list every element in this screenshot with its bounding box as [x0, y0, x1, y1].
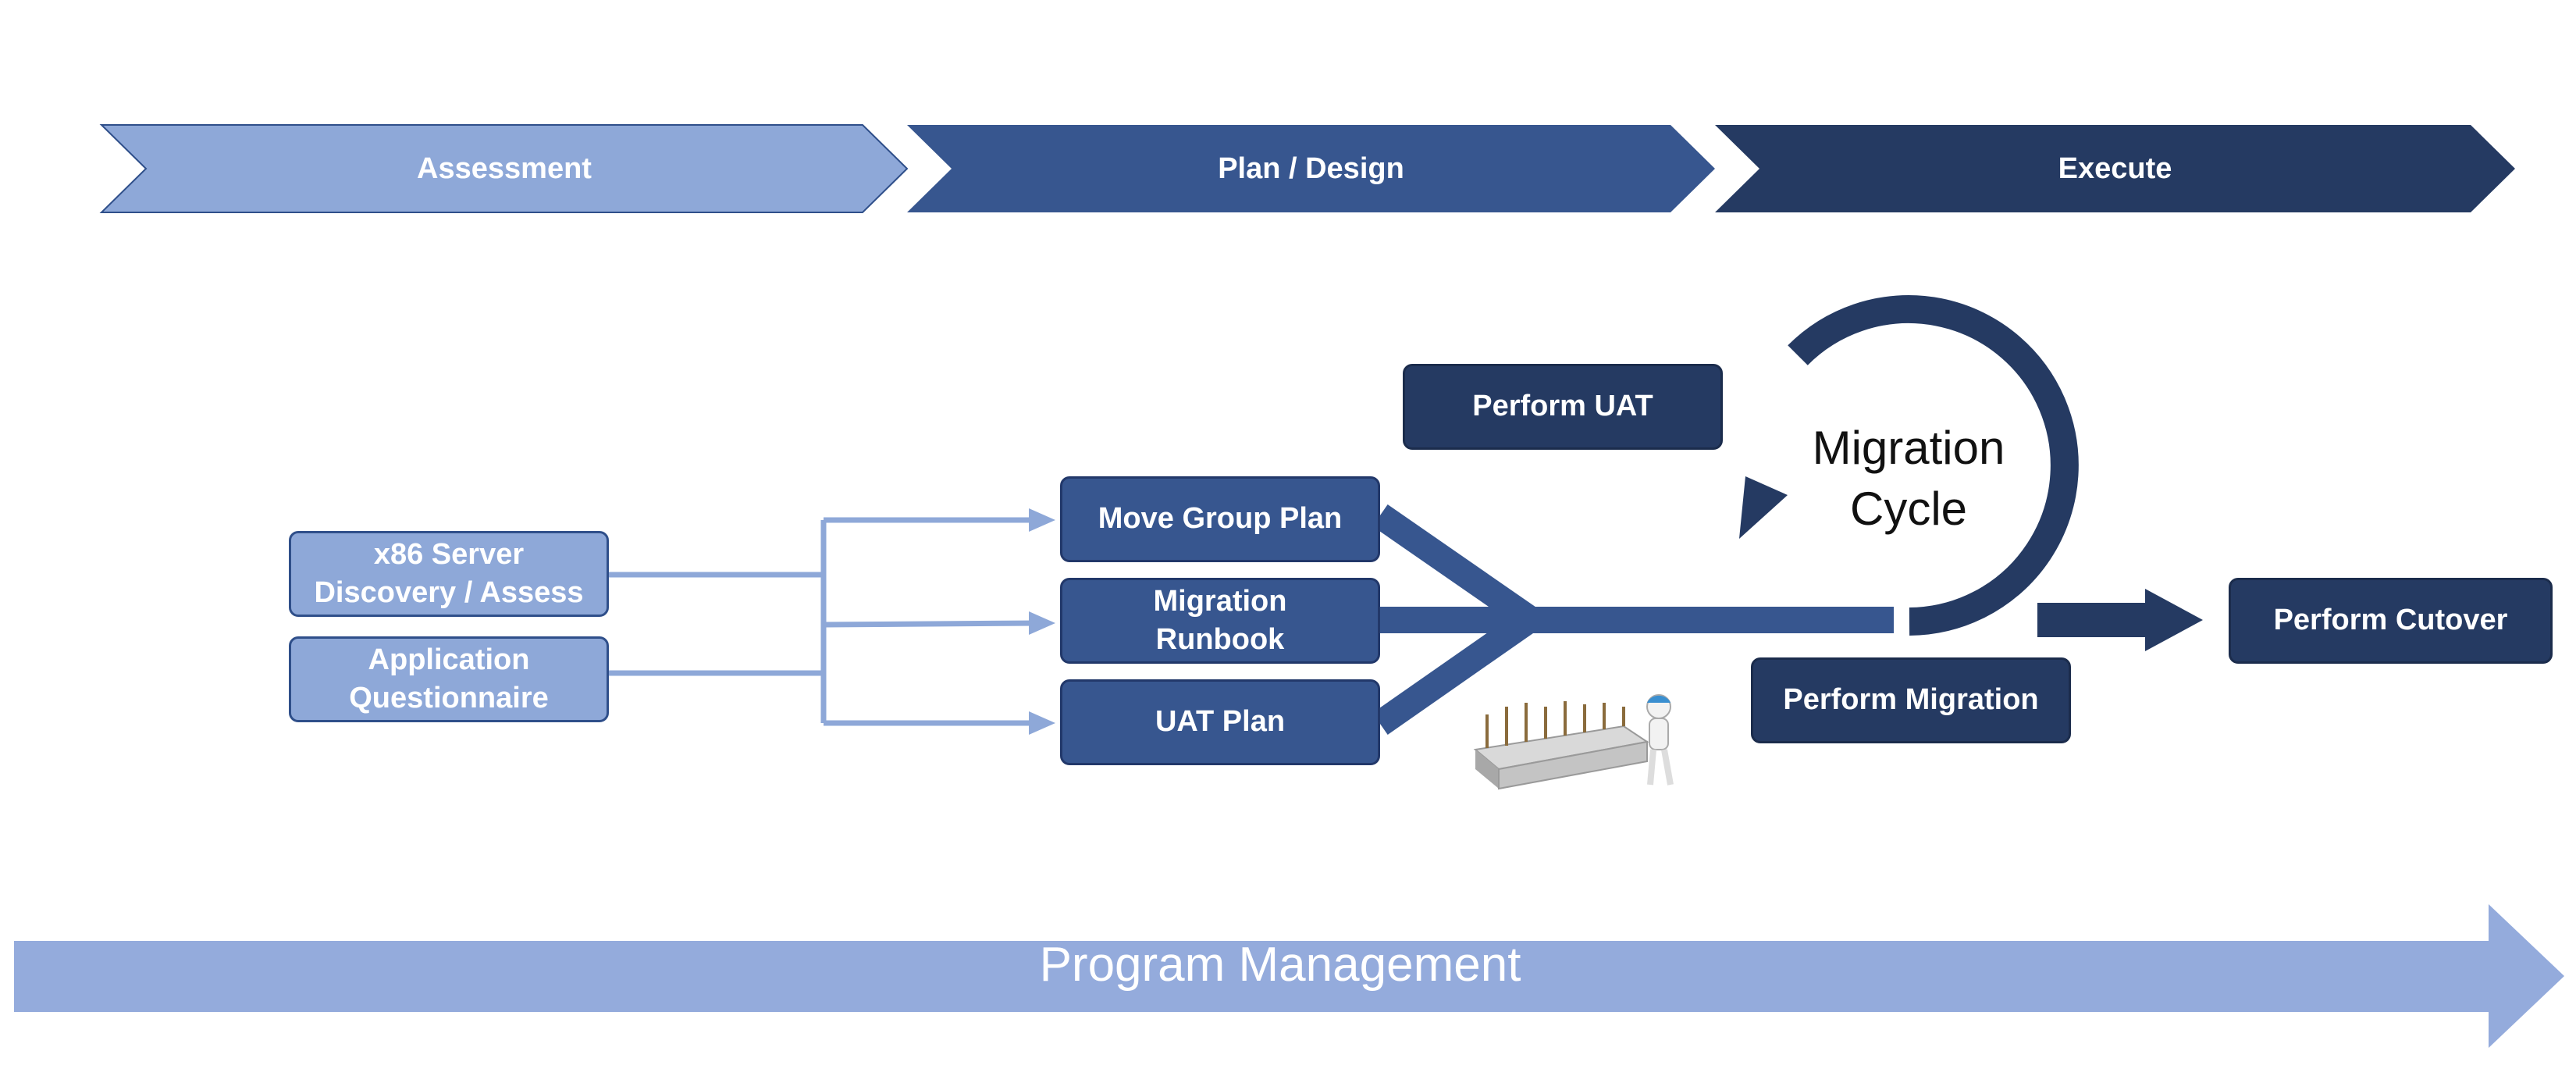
migration-runbook-box: Migration Runbook: [1060, 578, 1380, 664]
uat-plan-box: UAT Plan: [1060, 679, 1380, 765]
perform-cutover-box: Perform Cutover: [2229, 578, 2553, 664]
stage-label-assessment: Assessment: [417, 151, 592, 185]
program-management-label: Program Management: [1039, 938, 1521, 992]
migration-cycle-ring: [1788, 295, 2079, 636]
stage-label-plan-design: Plan / Design: [1218, 151, 1404, 185]
stage-label-execute: Execute: [2058, 151, 2172, 185]
migration-flow-bar: [1374, 607, 1894, 633]
plan-funnel: [1372, 504, 1538, 735]
cutover-arrow: [2037, 589, 2203, 651]
application-questionnaire-box: Application Questionnaire: [289, 636, 609, 722]
stage-chevron-assessment: [99, 124, 909, 213]
x86-server-discovery-box: x86 Server Discovery / Assess: [289, 531, 609, 617]
stage-chevron-execute: [1715, 125, 2515, 212]
construction-worker-foundation-icon: [1473, 694, 1674, 790]
input-connectors: [607, 517, 1039, 726]
migration-cycle-label: Migration Cycle: [1812, 422, 2005, 535]
move-group-plan-box: Move Group Plan: [1060, 476, 1380, 562]
stage-chevron-plan-design: [907, 125, 1715, 212]
input-arrowheads: [1029, 508, 1055, 735]
perform-uat-box: Perform UAT: [1403, 364, 1723, 450]
perform-migration-box: Perform Migration: [1751, 657, 2071, 743]
cycle-arrowhead: [1739, 476, 1788, 539]
program-management-arrow: [14, 904, 2564, 1048]
